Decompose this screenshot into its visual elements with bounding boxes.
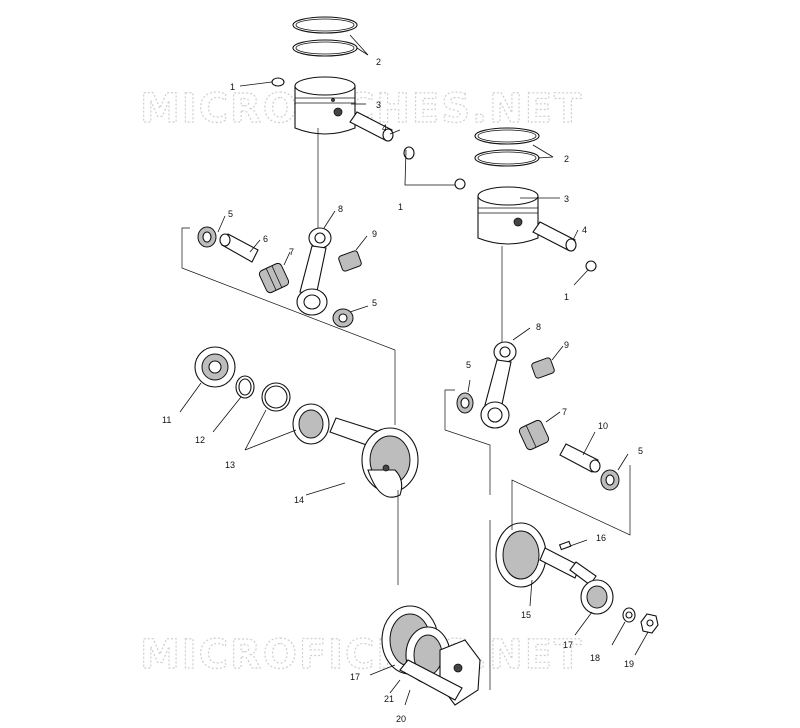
piston-pin-left xyxy=(349,111,394,142)
callout-7-left: 7 xyxy=(289,247,294,257)
callout-5-right-bottom: 5 xyxy=(638,446,643,456)
callout-8-left: 8 xyxy=(338,204,343,214)
callout-9-right: 9 xyxy=(564,340,569,350)
callout-2-right: 2 xyxy=(564,154,569,164)
piston-circlip-left-1 xyxy=(271,77,285,87)
watermark-bottom: MICROFICHES.NET xyxy=(140,632,583,678)
thrust-washer-left-top xyxy=(197,226,217,248)
crank-bearing-left xyxy=(292,403,330,445)
piston-circlip-right-1 xyxy=(454,178,466,190)
callout-5-left-top: 5 xyxy=(228,209,233,219)
callout-1-right: 1 xyxy=(564,292,569,302)
crankshaft-half-left xyxy=(329,417,419,498)
needle-bearing-right-big xyxy=(518,419,550,451)
callout-3-left: 3 xyxy=(376,100,381,110)
piston-pin-right xyxy=(532,221,577,252)
thrust-washer-right-top xyxy=(456,392,474,414)
thrust-washer-left-bottom xyxy=(332,308,354,328)
callout-13: 13 xyxy=(225,460,235,470)
piston-rings-right xyxy=(474,127,540,167)
crankshaft-half-right xyxy=(495,522,597,588)
callout-15: 15 xyxy=(521,610,531,620)
needle-bearing-right-small xyxy=(531,357,555,379)
callout-17-bottom: 17 xyxy=(350,672,360,682)
crank-pin-left xyxy=(219,233,259,263)
callout-2-left: 2 xyxy=(376,57,381,67)
callout-11: 11 xyxy=(162,415,171,425)
connecting-rod-left xyxy=(296,227,332,316)
callout-20: 20 xyxy=(396,714,406,724)
callout-5-right-top: 5 xyxy=(466,360,471,370)
washer-right xyxy=(622,607,636,623)
callout-12: 12 xyxy=(195,435,205,445)
callout-17-right: 17 xyxy=(563,640,573,650)
leader-lines xyxy=(179,34,649,706)
assembly-dashed-lines xyxy=(181,128,631,690)
callout-4-right: 4 xyxy=(582,225,587,235)
callout-3-right: 3 xyxy=(564,194,569,204)
piston-circlip-left-2 xyxy=(403,146,415,160)
callout-7-right: 7 xyxy=(562,407,567,417)
piston-left xyxy=(294,76,356,135)
callout-labels: 2 1 3 4 1 2 3 4 1 5 6 7 8 9 5 8 9 5 7 10… xyxy=(162,57,643,724)
callout-16: 16 xyxy=(596,533,606,543)
needle-bearing-left-small xyxy=(338,250,362,272)
callout-1-middle: 1 xyxy=(398,202,403,212)
thrust-washer-right-bottom xyxy=(600,469,620,491)
callout-9-left: 9 xyxy=(372,229,377,239)
callout-14: 14 xyxy=(294,495,304,505)
piston-circlip-right-2 xyxy=(585,260,597,272)
crankshaft-assembly xyxy=(381,605,481,706)
seal-ring-left xyxy=(235,375,255,399)
callout-10: 10 xyxy=(598,421,608,431)
callout-21: 21 xyxy=(384,694,394,704)
connecting-rod-right xyxy=(480,341,517,429)
nut-right xyxy=(640,613,659,634)
main-bearing-right xyxy=(580,579,614,615)
piston-rings-left xyxy=(292,16,358,57)
crank-pin-right xyxy=(559,443,601,473)
piston-right xyxy=(477,186,539,245)
callout-4-left: 4 xyxy=(382,123,387,133)
callout-19: 19 xyxy=(624,659,634,669)
needle-bearing-left-big xyxy=(258,262,290,294)
callout-1-left: 1 xyxy=(230,82,235,92)
callout-8-right: 8 xyxy=(536,322,541,332)
callout-6: 6 xyxy=(263,234,268,244)
woodruff-key xyxy=(558,540,572,551)
snap-rings-left xyxy=(261,382,291,412)
callout-5-left-bottom: 5 xyxy=(372,298,377,308)
callout-18: 18 xyxy=(590,653,600,663)
main-bearing-left xyxy=(194,346,236,388)
